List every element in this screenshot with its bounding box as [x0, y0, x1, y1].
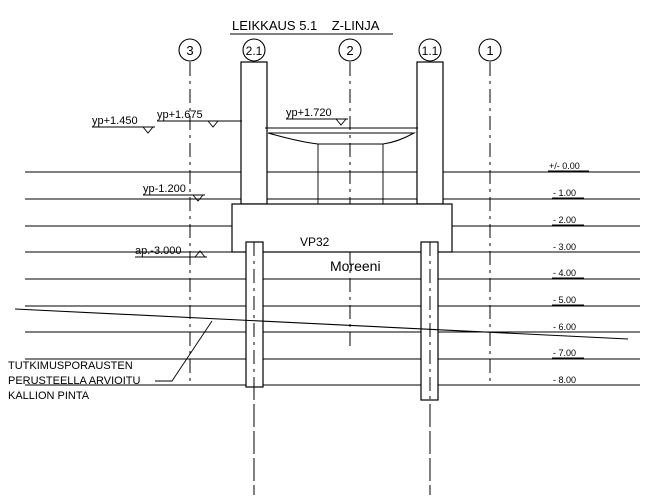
elevation-triangle: [192, 194, 204, 202]
axis-marker-2: 2: [338, 38, 362, 62]
axis-bubble: [338, 38, 362, 62]
level-labels: +/- 0.00 - 1.00 - 2.00 - 3.00 - 4.00 - 5…: [548, 161, 589, 386]
elevation-label: yp+1.675: [157, 109, 203, 121]
elevation-triangle: [335, 118, 347, 126]
axis-marker-1-1: 1.1: [418, 38, 442, 62]
elevation-markers: yp+1.450 yp+1.675 yp+1.720 yp-1.200 ap.-…: [92, 107, 348, 258]
soil-label: Moreeni: [330, 258, 381, 274]
axis-label: 1: [486, 43, 493, 58]
level-label: - 1.00: [553, 188, 576, 198]
level-label: - 5.00: [553, 295, 576, 305]
elevation-triangle: [142, 126, 154, 134]
elevation-yp-1720: yp+1.720: [286, 107, 348, 126]
elevation-ap-m3000: ap.-3.000: [135, 245, 207, 258]
level-label: - 7.00: [553, 348, 576, 358]
axis-label: 1.1: [422, 44, 439, 58]
rock-surface-line: [14, 308, 629, 340]
level-label: - 2.00: [553, 215, 576, 225]
axis-label: 3: [186, 43, 193, 58]
axis-marker-1: 1: [478, 38, 502, 62]
level-label: - 8.00: [553, 375, 576, 385]
axis-marker-3: 3: [178, 38, 202, 62]
axis-bubble: [178, 38, 202, 62]
axis-bubble: [418, 38, 442, 62]
foundation-block: [231, 203, 453, 253]
level-label: +/- 0.00: [549, 161, 580, 171]
elevation-label: yp-1.200: [143, 183, 186, 195]
pile-right: [420, 241, 439, 401]
columns: [240, 61, 444, 205]
axis-label: 2: [346, 43, 353, 58]
elevation-triangle: [194, 250, 206, 258]
elevation-yp-1675: yp+1.675: [157, 109, 242, 128]
slab: [265, 127, 418, 204]
note-line-3: KALLION PINTA: [8, 390, 90, 402]
column-right: [416, 61, 444, 205]
note-line-1: TUTKIMUSPORAUSTEN: [8, 360, 133, 372]
axis-marker-2-1: 2.1: [242, 38, 266, 62]
elevation-yp-1450: yp+1.450: [92, 115, 155, 134]
elevation-triangle: [207, 120, 219, 128]
elevation-label: yp+1.450: [92, 115, 138, 127]
elevation-yp-m1200: yp-1.200: [143, 183, 205, 202]
slab-haunch: [267, 132, 417, 145]
rock-surface-note: TUTKIMUSPORAUSTEN PERUSTEELLA ARVIOITU K…: [8, 320, 213, 402]
drawing-title: LEIKKAUS 5.1 Z-LINJA: [232, 18, 380, 33]
elevation-label: ap.-3.000: [135, 245, 181, 257]
axis-label: 2.1: [246, 44, 263, 58]
note-line-2: PERUSTEELLA ARVIOITU: [8, 375, 141, 387]
piles: [245, 241, 439, 495]
axis-bubble: [242, 38, 266, 62]
level-label: - 3.00: [553, 242, 576, 252]
note-leader-line: [155, 320, 213, 382]
level-label: - 6.00: [553, 322, 576, 332]
level-lines: [25, 171, 640, 386]
elevation-label: yp+1.720: [286, 107, 332, 119]
level-label: - 4.00: [553, 268, 576, 278]
axis-bubble: [478, 38, 502, 62]
foundation-label: VP32: [300, 235, 330, 249]
column-left: [240, 61, 268, 205]
axis-markers: 3 2.1 2 1.1 1: [178, 38, 502, 62]
